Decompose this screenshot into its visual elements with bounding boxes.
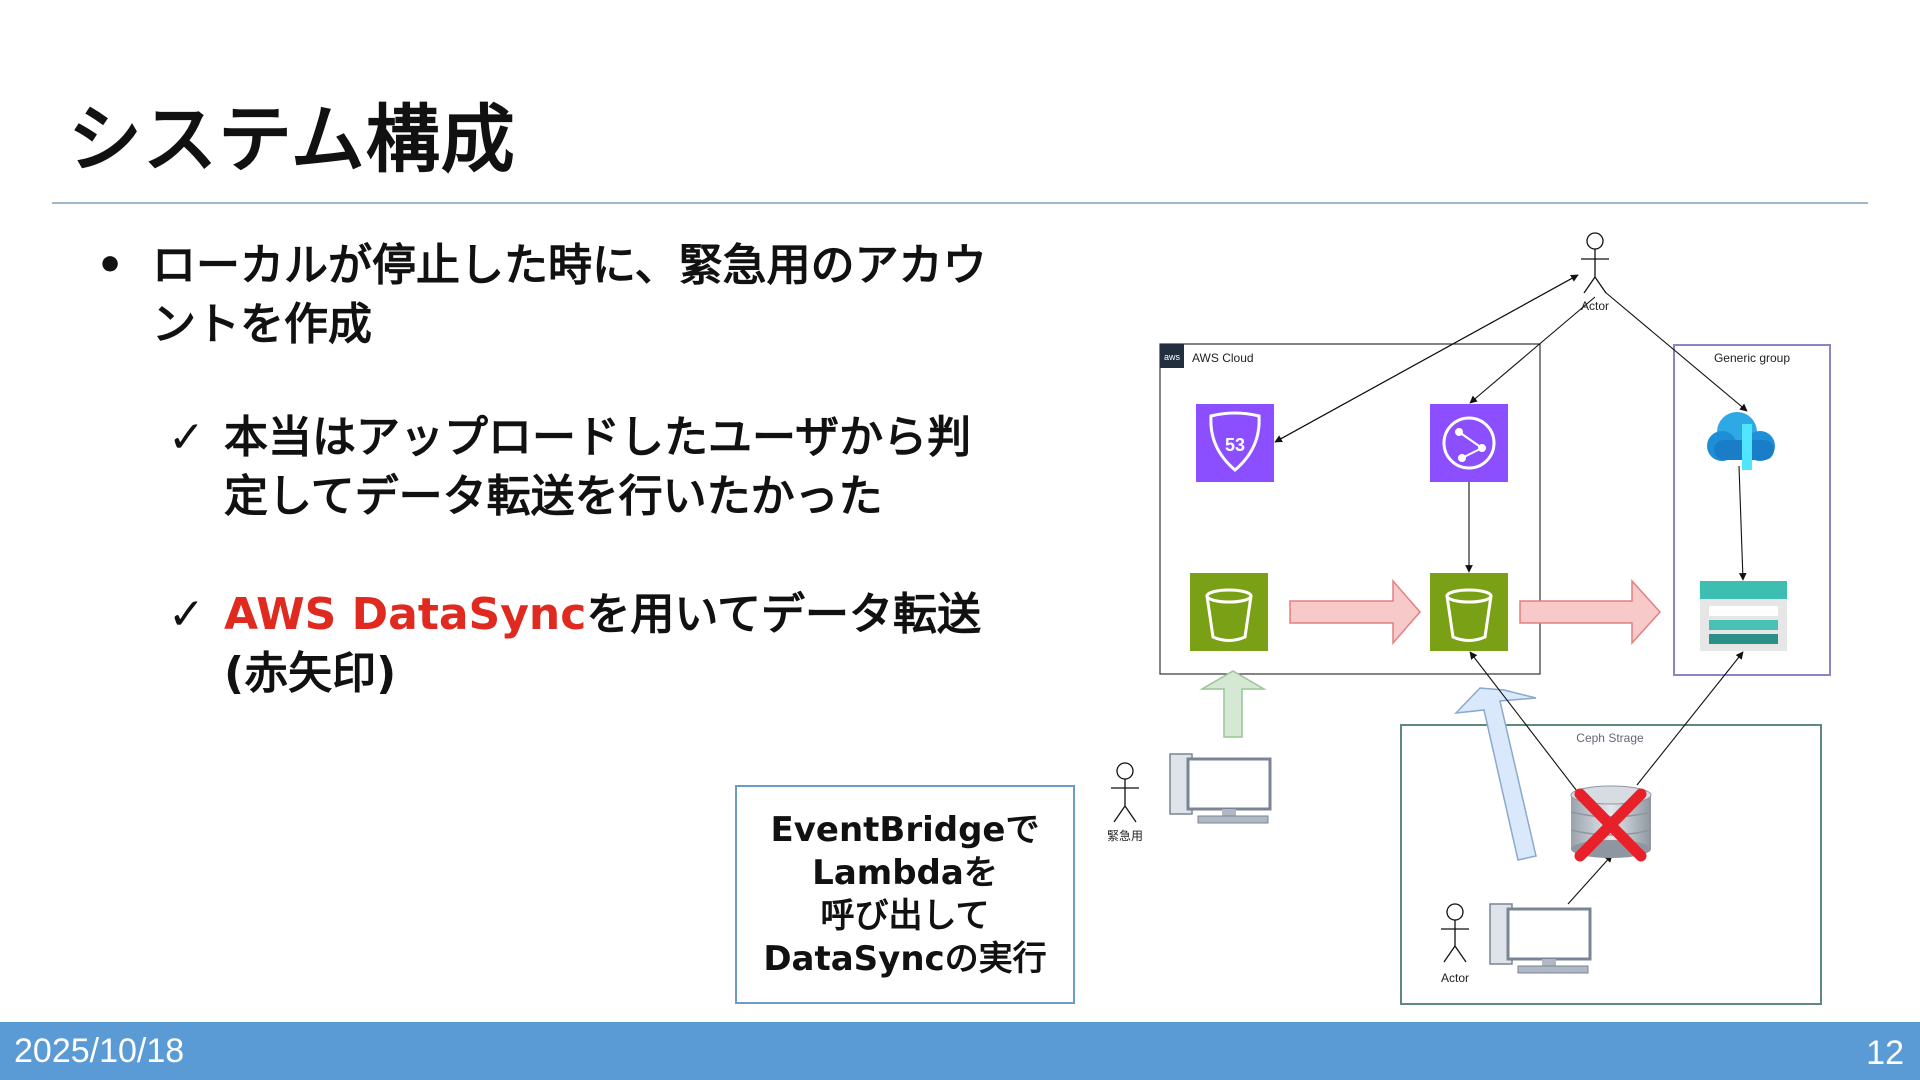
aws-cloud-label: AWS Cloud <box>1192 351 1254 365</box>
aws-logo-icon <box>1160 344 1184 368</box>
bullet-list: • ローカルが停止した時に、緊急用のアカウントを作成 ✓ 本当はアップロードした… <box>96 236 1012 703</box>
aws-logo-text: aws <box>1164 352 1181 362</box>
note-line: 呼び出して <box>820 895 990 936</box>
ceph-group <box>1400 724 1822 1005</box>
check-text-rest: を用いてデータ転送(赤矢印) <box>224 589 982 699</box>
actor-bottom-icon <box>1441 903 1469 963</box>
generic-group <box>1673 344 1831 676</box>
footer-date: 2025/10/18 <box>14 1032 185 1070</box>
storage-table-icon <box>1700 581 1787 651</box>
cloud-storage-icon <box>1707 412 1775 470</box>
footer-bar: 2025/10/18 12 <box>0 1022 1920 1080</box>
ceph-group-label: Ceph Strage <box>1576 731 1644 745</box>
bullet-dot: • <box>96 240 125 291</box>
check-item-datasync: ✓ AWS DataSyncを用いてデータ転送(赤矢印) <box>168 585 1012 703</box>
title-divider <box>52 202 1868 204</box>
datasync-highlight: AWS DataSync <box>224 589 587 640</box>
slide-title: システム構成 <box>68 97 516 183</box>
bullet-text: ローカルが停止した時に、緊急用のアカウントを作成 <box>152 240 987 350</box>
aws-cloud-group <box>1159 343 1541 675</box>
note-line: DataSyncの実行 <box>763 938 1047 979</box>
actor-bottom-label: Actor <box>1441 971 1469 985</box>
note-line: EventBridgeで <box>770 809 1040 850</box>
cloudfront-icon <box>1430 404 1508 482</box>
emergency-upload-arrow <box>1199 670 1267 738</box>
check-text: 本当はアップロードしたユーザから判定してデータ転送を行いたかった <box>224 412 972 522</box>
datasync-transfer-arrow <box>1519 579 1662 645</box>
datasync-transfer-arrow <box>1289 578 1421 646</box>
computer-icon <box>1169 753 1272 824</box>
bullet-item: • ローカルが停止した時に、緊急用のアカウントを作成 <box>96 236 1012 354</box>
check-item-upload-user: ✓ 本当はアップロードしたユーザから判定してデータ転送を行いたかった <box>168 408 1012 526</box>
user-upload-arrow <box>1454 687 1537 861</box>
actor-emergency-label: 緊急用 <box>1107 828 1143 843</box>
failure-cross-icon <box>1574 788 1647 862</box>
s3-bucket-icon <box>1190 573 1268 651</box>
check-text: AWS DataSyncを用いてデータ転送(赤矢印) <box>224 585 984 703</box>
route53-number: 53 <box>1225 435 1245 455</box>
generic-group-label: Generic group <box>1714 351 1790 365</box>
checkmark-icon: ✓ <box>168 412 205 463</box>
eventbridge-note-box: EventBridgeで Lambdaを 呼び出して DataSyncの実行 <box>735 785 1075 1004</box>
page-number: 12 <box>1866 1034 1904 1072</box>
s3-bucket-icon <box>1430 573 1508 651</box>
actor-emergency-icon <box>1111 762 1139 823</box>
checkmark-icon: ✓ <box>168 589 205 640</box>
note-line: Lambdaを <box>812 852 998 893</box>
actor-top-icon <box>1581 232 1609 294</box>
route53-icon: 53 <box>1196 404 1274 482</box>
computer-icon <box>1489 903 1592 974</box>
